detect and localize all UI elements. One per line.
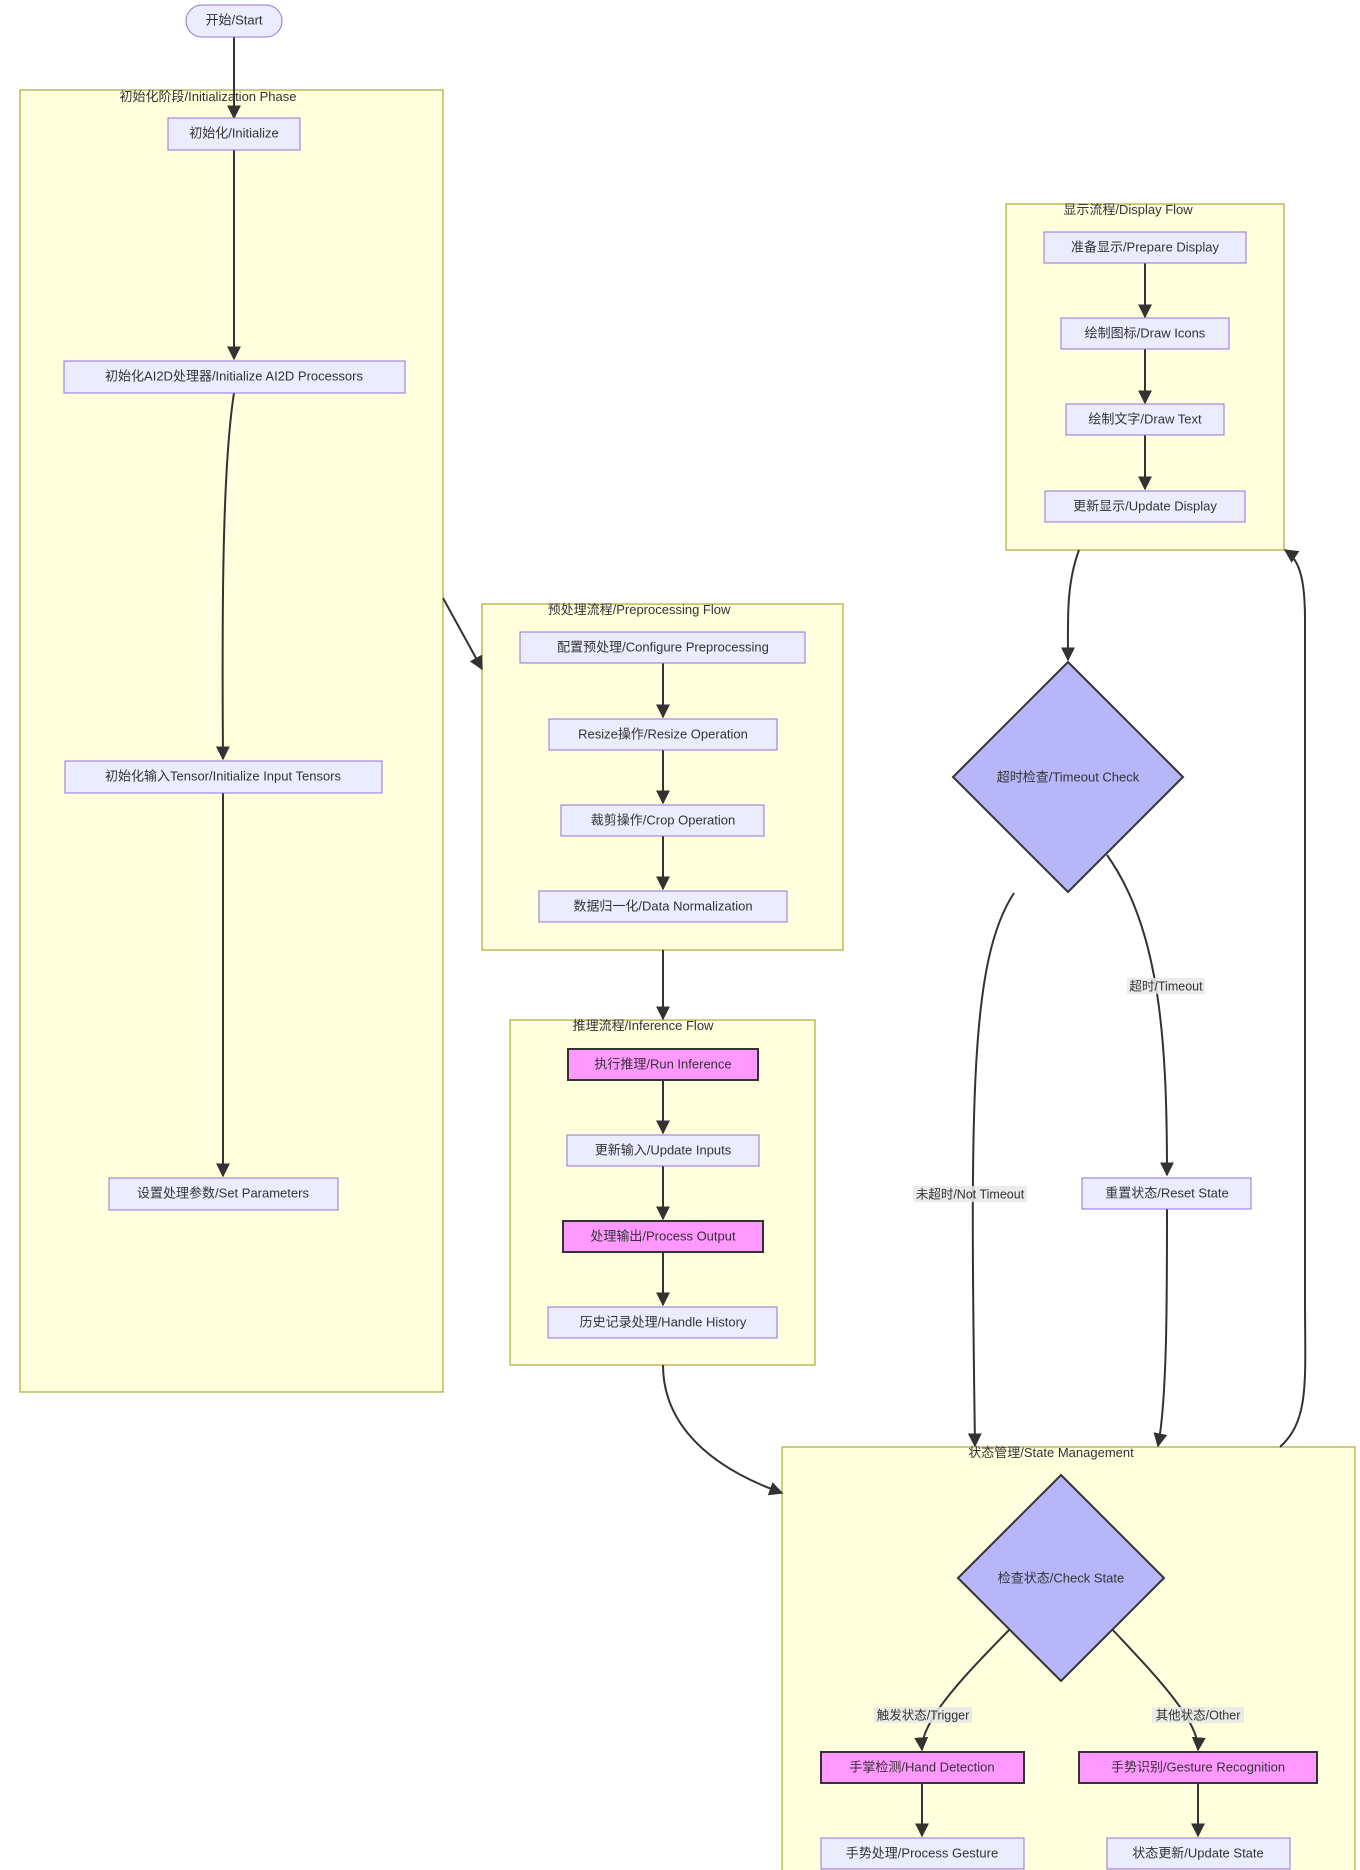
edge-init-preprocessing (442, 597, 483, 671)
node-crop-label: 裁剪操作/Crop Operation (591, 812, 736, 827)
node-init-tensor: 初始化输入Tensor/Initialize Input Tensors (64, 760, 383, 794)
node-check-state-label: 检查状态/Check State (998, 1570, 1124, 1585)
node-process-gesture-label: 手势处理/Process Gesture (846, 1845, 998, 1860)
node-draw-icons-label: 绘制图标/Draw Icons (1085, 325, 1206, 340)
cluster-display-title: 显示流程/Display Flow (1063, 202, 1193, 217)
node-initialize: 初始化/Initialize (167, 117, 301, 151)
edge-label-other-text: 其他状态/Other (1156, 1708, 1241, 1722)
edge-state-display (1279, 549, 1307, 1448)
node-crop: 裁剪操作/Crop Operation (560, 804, 765, 837)
node-prepare-display: 准备显示/Prepare Display (1043, 231, 1247, 264)
node-normalize-label: 数据归一化/Data Normalization (573, 898, 752, 913)
node-set-params: 设置处理参数/Set Parameters (108, 1177, 339, 1211)
node-start: 开始/Start (185, 4, 283, 38)
node-draw-icons: 绘制图标/Draw Icons (1060, 317, 1230, 350)
edge-label-other: 其他状态/Other (1152, 1707, 1244, 1723)
edge-timeout-state (967, 892, 1015, 1448)
node-draw-text: 绘制文字/Draw Text (1065, 403, 1225, 436)
node-check-state: 检查状态/Check State (956, 1473, 1166, 1683)
node-gesture-recognition: 手势识别/Gesture Recognition (1078, 1751, 1318, 1784)
node-init-ai2d: 初始化AI2D处理器/Initialize AI2D Processors (63, 360, 406, 394)
edge-inference-state (662, 1364, 784, 1496)
node-run-inference: 执行推理/Run Inference (567, 1048, 759, 1081)
node-run-inference-label: 执行推理/Run Inference (594, 1056, 731, 1071)
node-reset-state-label: 重置状态/Reset State (1105, 1185, 1229, 1200)
node-timeout-check-label: 超时检查/Timeout Check (997, 769, 1140, 784)
edge-ai2d-tensor (215, 392, 235, 761)
cluster-state-title: 状态管理/State Management (968, 1445, 1134, 1460)
node-handle-history-label: 历史记录处理/Handle History (580, 1314, 747, 1329)
edge-label-timeout-text: 超时/Timeout (1129, 978, 1203, 993)
edge-reset-state (1153, 1208, 1168, 1448)
node-gesture-recognition-label: 手势识别/Gesture Recognition (1111, 1759, 1285, 1774)
edge-timeout-reset (1106, 854, 1174, 1177)
node-update-state: 状态更新/Update State (1106, 1837, 1291, 1870)
edge-label-not-timeout-text: 未超时/Not Timeout (916, 1186, 1025, 1201)
cluster-inference-title: 推理流程/Inference Flow (573, 1018, 714, 1033)
node-reset-state: 重置状态/Reset State (1081, 1177, 1252, 1210)
edge-label-not-timeout: 未超时/Not Timeout (913, 1186, 1027, 1202)
node-init-ai2d-label: 初始化AI2D处理器/Initialize AI2D Processors (105, 368, 363, 383)
node-set-params-label: 设置处理参数/Set Parameters (137, 1185, 309, 1200)
node-draw-text-label: 绘制文字/Draw Text (1088, 411, 1202, 426)
node-hand-detection-label: 手掌检测/Hand Detection (849, 1759, 994, 1774)
node-process-output: 处理输出/Process Output (562, 1220, 764, 1253)
node-hand-detection: 手掌检测/Hand Detection (820, 1751, 1025, 1784)
node-process-output-label: 处理输出/Process Output (590, 1228, 736, 1243)
edge-label-trigger: 触发状态/Trigger (874, 1707, 972, 1723)
node-handle-history: 历史记录处理/Handle History (547, 1306, 778, 1339)
edges (215, 37, 1307, 1838)
node-update-state-label: 状态更新/Update State (1132, 1845, 1264, 1860)
cluster-initialization-title: 初始化阶段/Initialization Phase (119, 89, 296, 104)
cluster-preprocessing-title: 预处理流程/Preprocessing Flow (548, 602, 731, 617)
edge-check-hand (914, 1627, 1012, 1752)
node-start-label: 开始/Start (205, 12, 262, 27)
node-normalize: 数据归一化/Data Normalization (538, 890, 788, 923)
node-process-gesture: 手势处理/Process Gesture (820, 1837, 1025, 1870)
node-update-display: 更新显示/Update Display (1044, 490, 1246, 523)
node-timeout-check: 超时检查/Timeout Check (951, 660, 1185, 894)
node-update-display-label: 更新显示/Update Display (1073, 498, 1217, 513)
cluster-initialization: 初始化阶段/Initialization Phase (19, 89, 444, 1393)
edge-display-timeout (1060, 549, 1080, 662)
node-resize-label: Resize操作/Resize Operation (578, 726, 748, 741)
node-update-inputs-label: 更新输入/Update Inputs (595, 1142, 732, 1157)
node-config-pre-label: 配置预处理/Configure Preprocessing (557, 639, 769, 654)
edge-check-gesture (1110, 1627, 1206, 1752)
node-update-inputs: 更新输入/Update Inputs (566, 1134, 760, 1167)
node-prepare-display-label: 准备显示/Prepare Display (1071, 239, 1220, 254)
edge-label-timeout: 超时/Timeout (1127, 978, 1205, 994)
node-init-tensor-label: 初始化输入Tensor/Initialize Input Tensors (105, 768, 342, 783)
edge-label-trigger-text: 触发状态/Trigger (877, 1707, 970, 1722)
node-initialize-label: 初始化/Initialize (189, 125, 279, 140)
node-resize: Resize操作/Resize Operation (548, 718, 778, 751)
node-config-pre: 配置预处理/Configure Preprocessing (519, 631, 806, 664)
